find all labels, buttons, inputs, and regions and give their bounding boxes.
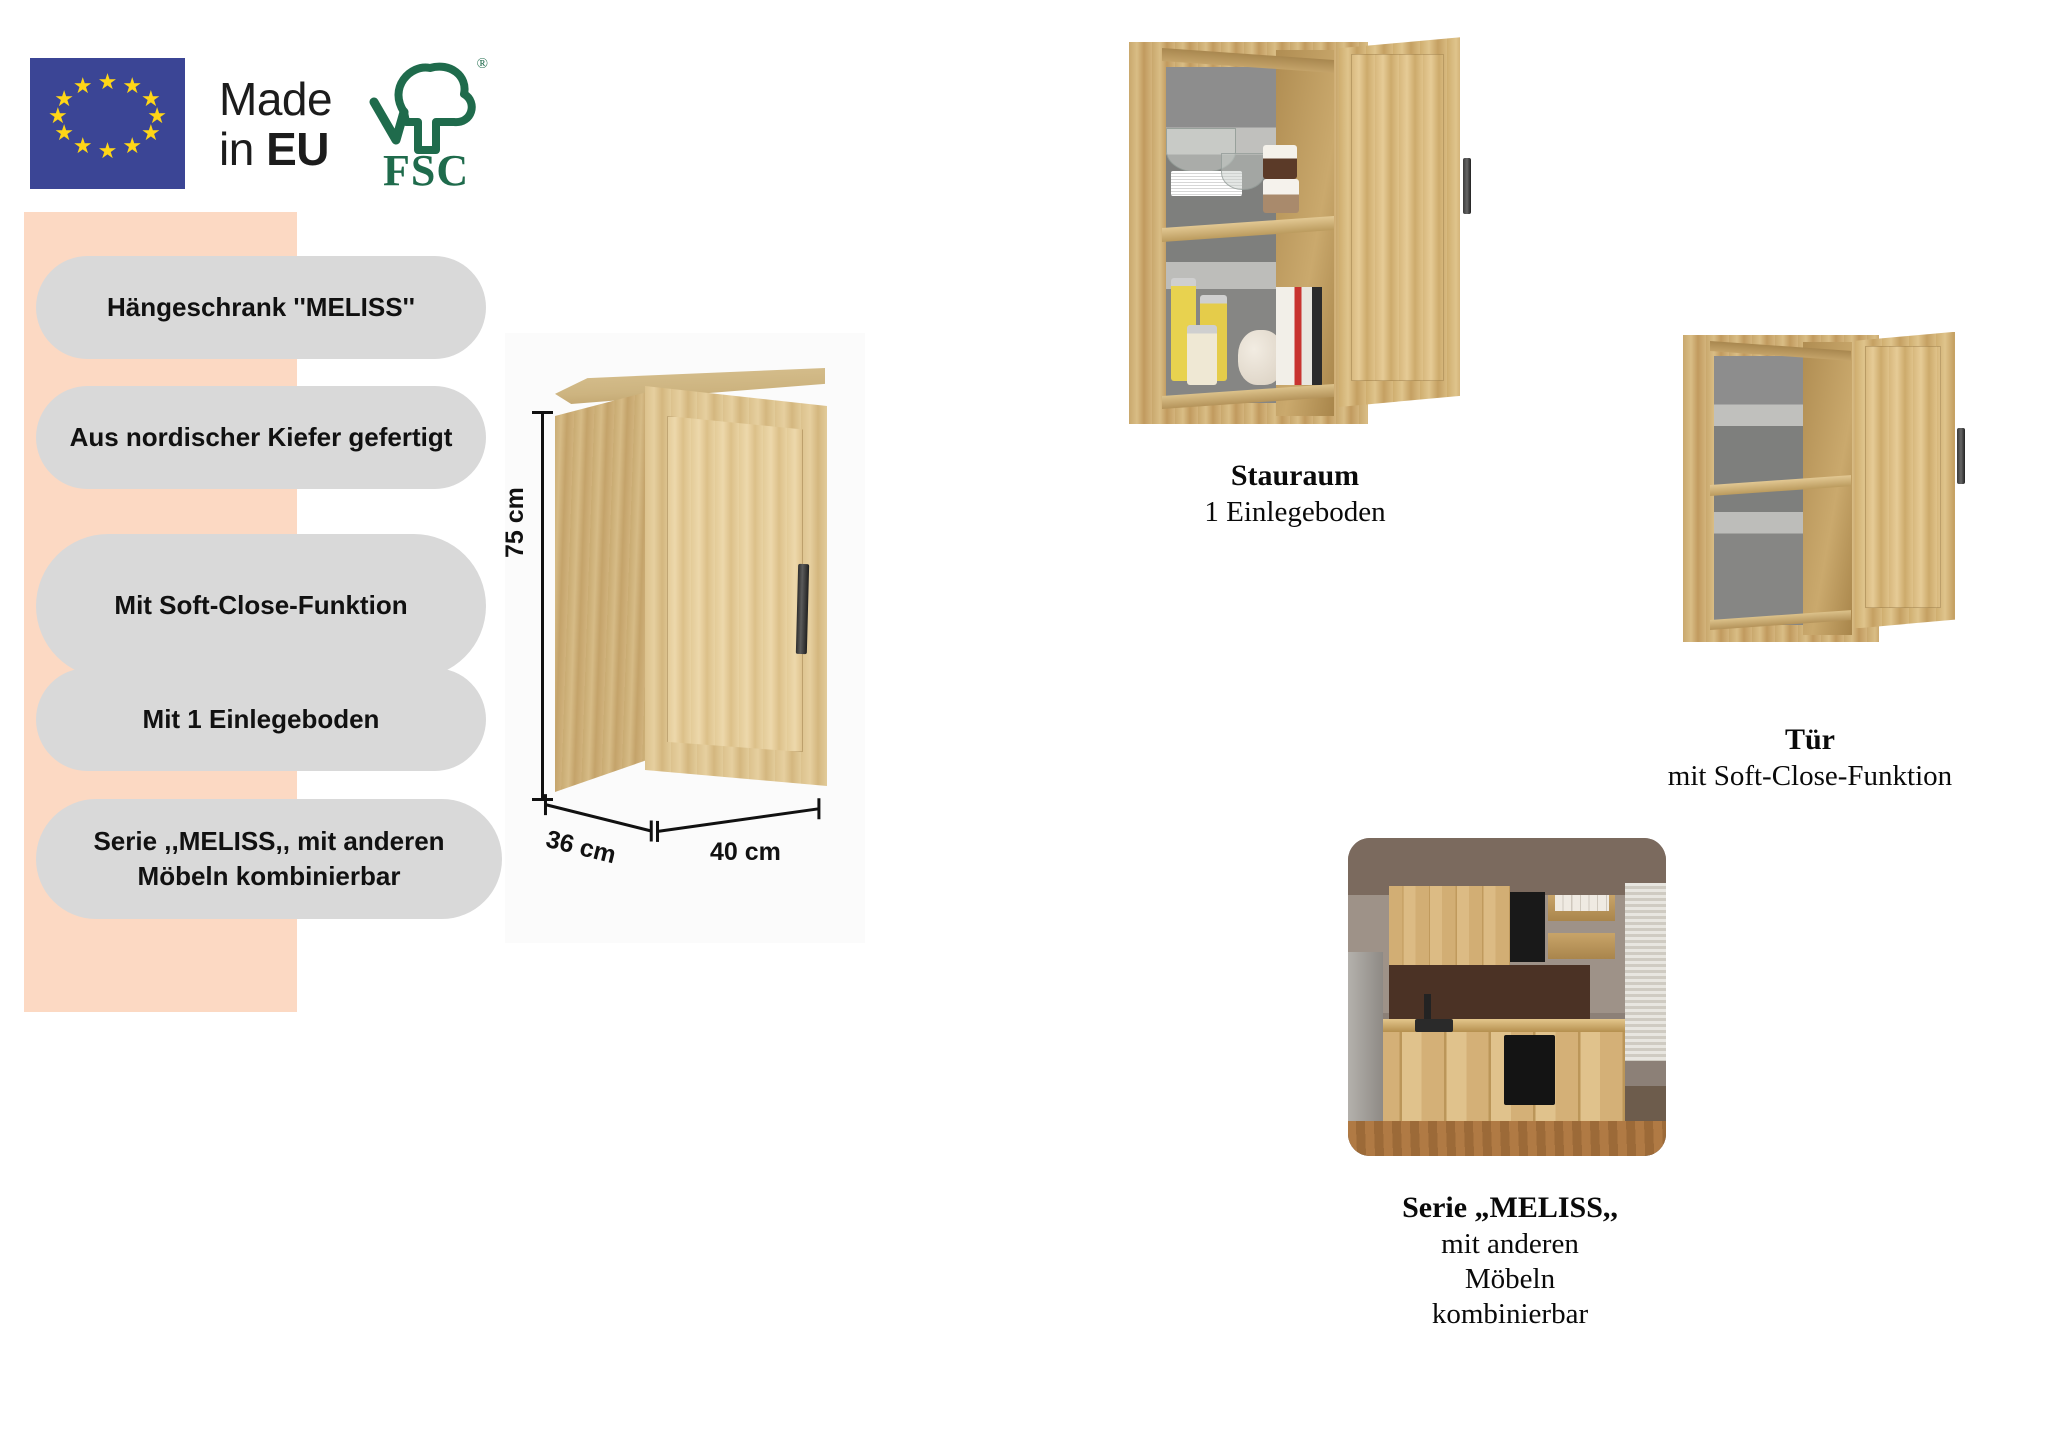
cabinet-door-inset-panel [667,416,803,752]
beige-mug-icon [1263,179,1299,214]
certification-badges: ★ ★ ★ ★ ★ ★ ★ ★ ★ ★ ★ ★ Made in EU ® FSC [30,36,590,211]
height-dimension-label: 75 cm [501,487,529,558]
kitchen-shelf-dishes [1554,895,1609,912]
grain-jar-icon [1187,325,1217,386]
feature-pill-product-name: Hängeschrank ''MELISS'' [36,256,486,359]
caption-tuer: Tür mit Soft-Close-Funktion [1600,722,2020,794]
cabinet-handle-icon [1462,157,1471,214]
kitchen-scene-photo [1348,838,1666,1156]
kitchen-lower-cabinets [1376,1031,1625,1121]
caption-stauraum-title: Stauraum [1230,459,1360,492]
made-in-eu-in: in [219,122,267,175]
tuer-cabinet-graphic [1655,318,2000,663]
caption-stauraum: Stauraum 1 Einlegeboden [1100,458,1490,530]
feature-pill-series: Serie ,,MELISS,, mit anderen Möbeln komb… [36,799,502,919]
fsc-label: FSC [383,145,470,195]
feature-pill-shelf: Mit 1 Einlegeboden [36,668,486,771]
caption-serie-title: Serie „MELISS,, [1402,1191,1618,1224]
made-in-eu-line1: Made [219,72,333,125]
cabinet-side-panel [555,392,647,792]
registered-trademark-icon: ® [476,55,489,72]
cabinet-handle-icon [795,563,810,655]
kitchen-sink [1414,1019,1453,1032]
depth-dimension-label: 36 cm [543,825,619,870]
kitchen-range-hood [1510,892,1546,962]
wall-cabinet-closed-icon [550,368,830,798]
kitchen-faucet [1424,993,1431,1023]
width-dimension-line [656,807,820,833]
fsc-tree-checkmark-icon [369,62,476,154]
brown-mug-icon [1263,144,1297,180]
kitchen-backsplash [1389,965,1590,1023]
made-in-eu-line2: in EU [219,126,332,172]
small-glass-bowl-icon [1221,153,1265,190]
caption-serie-subtitle-2: Möbeln [1464,1262,1556,1295]
open-cabinet-with-contents-icon [1095,20,1515,450]
caption-tuer-subtitle: mit Soft-Close-Funktion [1667,759,1953,792]
made-in-eu-eu: EU [266,122,329,175]
feature-pill-material: Aus nordischer Kiefer gefertigt [36,386,486,489]
open-empty-cabinet-icon [1655,318,2000,663]
eu-flag-icon: ★ ★ ★ ★ ★ ★ ★ ★ ★ ★ ★ ★ [30,58,185,189]
caption-stauraum-subtitle: 1 Einlegeboden [1204,495,1386,528]
made-in-eu-label: Made in EU [219,72,333,172]
caption-tuer-title: Tür [1784,723,1835,756]
cookbooks-icon [1275,286,1322,386]
kitchen-fridge [1348,952,1383,1134]
width-dimension-label: 40 cm [710,838,781,866]
height-dimension-line [532,411,553,801]
kitchen-open-shelf [1548,933,1616,959]
fsc-logo: ® FSC [366,54,489,195]
kitchen-floor [1348,1121,1666,1156]
stauraum-cabinet-graphic [1095,20,1515,450]
product-dimension-figure: 75 cm 36 cm 40 cm [501,333,865,943]
cabinet-handle-icon [1956,428,1965,485]
caption-serie-subtitle-3: kombinierbar [1431,1298,1589,1331]
caption-serie-subtitle-1: mit anderen [1441,1227,1579,1260]
kitchen-upper-cabinets [1389,885,1511,966]
kitchen-window [1624,882,1666,1061]
feature-pill-soft-close: Mit Soft-Close-Funktion [36,534,486,678]
cabinet-door-inset-panel [1351,54,1444,382]
kitchen-oven [1503,1035,1555,1106]
cabinet-door-inset-panel [1865,345,1942,608]
kitchen-countertop [1376,1019,1625,1032]
caption-serie: Serie „MELISS,, mit anderen Möbeln kombi… [1355,1190,1665,1333]
